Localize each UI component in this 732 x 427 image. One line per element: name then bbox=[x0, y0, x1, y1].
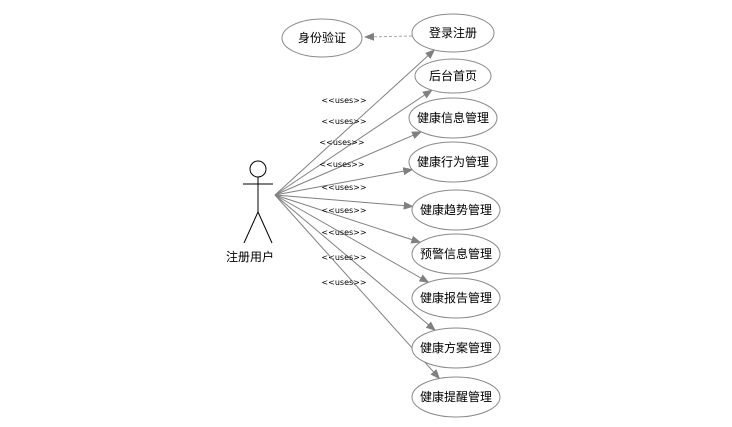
use-case-label: 预警信息管理 bbox=[420, 246, 492, 261]
uses-label: <<uses>> bbox=[321, 228, 366, 237]
uses-label: <<uses>> bbox=[321, 96, 366, 105]
use-case-ellipse bbox=[411, 13, 495, 53]
association-line-health-report bbox=[274, 194, 430, 283]
use-case-ellipse bbox=[411, 189, 501, 231]
association-line-health-behavior bbox=[274, 167, 414, 196]
use-case-ellipse bbox=[411, 277, 501, 319]
uses-label: <<uses>> bbox=[321, 253, 366, 262]
use-case-ellipse bbox=[411, 233, 501, 275]
use-case-auth[interactable]: 身份验证 bbox=[281, 18, 363, 58]
uses-label: <<uses>> bbox=[319, 138, 364, 147]
use-case-warning-info[interactable]: 预警信息管理 bbox=[411, 233, 501, 275]
uses-label: <<uses>> bbox=[321, 183, 366, 192]
use-case-home[interactable]: 后台首页 bbox=[414, 58, 492, 94]
uses-label: <<uses>> bbox=[319, 160, 364, 169]
use-case-health-report[interactable]: 健康报告管理 bbox=[411, 277, 501, 319]
uses-label: <<uses>> bbox=[321, 117, 366, 126]
uses-label: <<uses>> bbox=[321, 278, 366, 287]
use-case-login[interactable]: 登录注册 bbox=[411, 13, 495, 53]
use-case-ellipse bbox=[408, 141, 498, 183]
use-case-ellipse bbox=[411, 376, 501, 418]
include-dependency-line bbox=[364, 32, 413, 41]
use-case-label: 健康报告管理 bbox=[420, 290, 492, 305]
use-case-label: 健康信息管理 bbox=[417, 110, 489, 125]
actor-label: 注册用户 bbox=[226, 249, 274, 264]
use-case-ellipse bbox=[411, 327, 501, 369]
use-case-label: 健康行为管理 bbox=[417, 154, 489, 169]
use-case-health-trend[interactable]: 健康趋势管理 bbox=[411, 189, 501, 231]
associations: <<uses>> <<uses>> <<uses>> <<uses>> <<uses>>… bbox=[274, 32, 441, 380]
use-case-label: 健康方案管理 bbox=[420, 340, 492, 355]
use-case-label: 后台首页 bbox=[429, 68, 477, 83]
stick-figure-icon bbox=[243, 160, 273, 244]
association-line-login bbox=[274, 49, 436, 196]
use-case-label: 登录注册 bbox=[429, 25, 477, 40]
use-case-health-info[interactable]: 健康信息管理 bbox=[408, 97, 498, 139]
use-case-health-behavior[interactable]: 健康行为管理 bbox=[408, 141, 498, 183]
use-case-ellipse bbox=[281, 18, 363, 58]
association-line-health-info bbox=[274, 131, 423, 196]
association-line-home bbox=[274, 89, 433, 196]
use-case-ellipse bbox=[414, 58, 492, 94]
use-case-health-plan[interactable]: 健康方案管理 bbox=[411, 327, 501, 369]
association-line-warning-info bbox=[274, 194, 422, 244]
uses-label: <<uses>> bbox=[321, 206, 366, 215]
use-case-label: 健康趋势管理 bbox=[420, 202, 492, 217]
use-case-label: 身份验证 bbox=[298, 30, 346, 45]
use-case-label: 健康提醒管理 bbox=[420, 389, 492, 404]
use-cases: 登录注册后台首页健康信息管理健康行为管理健康趋势管理预警信息管理健康报告管理健康… bbox=[281, 13, 501, 418]
association-line-health-trend bbox=[274, 194, 414, 210]
actor[interactable]: 注册用户 bbox=[226, 160, 274, 264]
use-case-health-reminder[interactable]: 健康提醒管理 bbox=[411, 376, 501, 418]
association-line-health-plan bbox=[274, 194, 436, 332]
use-case-ellipse bbox=[408, 97, 498, 139]
